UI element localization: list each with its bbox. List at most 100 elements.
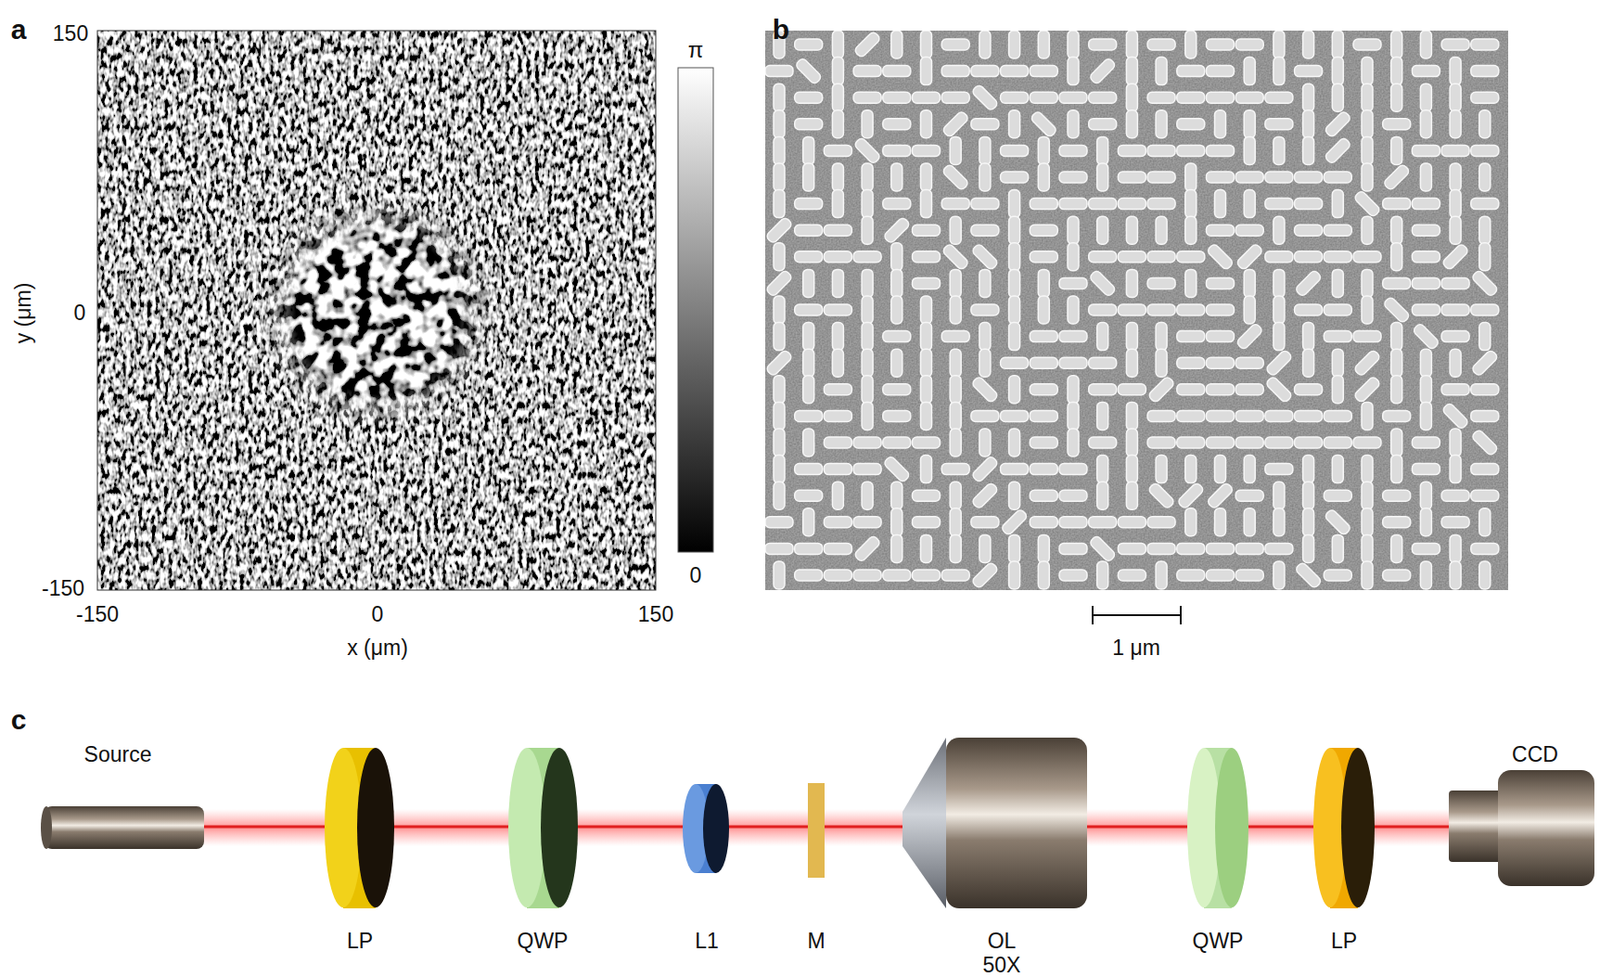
nanorod — [1331, 190, 1344, 218]
nanorod — [1323, 304, 1352, 316]
nanorod — [1029, 409, 1058, 422]
nanorod — [1420, 348, 1432, 377]
nanorod — [832, 57, 844, 86]
nanorod — [1265, 375, 1293, 404]
nanorod — [1000, 65, 1029, 77]
nanorod — [1391, 455, 1403, 484]
nanorod — [1097, 455, 1109, 484]
component-label: M — [806, 930, 825, 952]
nanorod — [1185, 455, 1197, 484]
nanorod — [1147, 38, 1176, 51]
nanorod — [1117, 542, 1146, 554]
nanorod — [979, 428, 991, 457]
nanorod — [1029, 463, 1058, 475]
nanorod — [883, 331, 911, 343]
nanorod — [1177, 65, 1205, 77]
nanorod — [912, 251, 941, 263]
tick-label: 0 — [74, 302, 87, 324]
nanorod — [1412, 322, 1441, 351]
nanorod — [1177, 331, 1205, 343]
nanorod — [1029, 384, 1058, 396]
nanorod — [1420, 30, 1432, 59]
nanorod — [1126, 401, 1138, 430]
nanorod — [1449, 190, 1461, 218]
nanorod — [941, 38, 970, 51]
nanorod — [1471, 269, 1499, 298]
nanorod — [912, 436, 941, 448]
nanorod — [1235, 171, 1264, 183]
nanorod — [1361, 295, 1373, 324]
nanorod — [891, 295, 903, 324]
nanorod — [1420, 375, 1432, 404]
nanorod — [1126, 83, 1138, 112]
nanorod — [1361, 561, 1373, 589]
nanorod — [1294, 269, 1323, 298]
nanorod — [1411, 251, 1440, 263]
lens-face — [703, 783, 730, 873]
nanorod — [1215, 508, 1227, 537]
nanorod — [861, 216, 873, 244]
nanorod — [1353, 375, 1382, 404]
component-label: Source — [84, 743, 153, 766]
nanorod — [1009, 375, 1021, 404]
nanorod — [1177, 91, 1205, 103]
nanorod — [861, 190, 873, 218]
nanorod — [941, 331, 970, 343]
tick-label: -150 — [41, 577, 85, 600]
nanorod — [1147, 91, 1176, 103]
nanorod — [1126, 428, 1138, 457]
nanorod — [1147, 277, 1176, 289]
nanorod — [1147, 304, 1176, 316]
nanorod — [1382, 163, 1411, 192]
nanorod — [1117, 251, 1146, 263]
nanorod — [1382, 277, 1411, 289]
nanorod — [1294, 224, 1323, 236]
nanorod — [1479, 561, 1491, 589]
nanorod — [1273, 295, 1285, 324]
nanorod — [853, 436, 882, 448]
nanorod — [1067, 295, 1079, 324]
nanorod — [1331, 57, 1344, 86]
nanorod — [1037, 268, 1050, 297]
nanorod — [853, 251, 882, 263]
component-label: OL — [987, 930, 1017, 952]
nanorod — [861, 322, 873, 351]
nanorod — [803, 348, 815, 377]
nanorod — [1029, 516, 1058, 528]
nanorod — [1155, 455, 1167, 484]
nanorod — [1215, 110, 1227, 139]
nanorod — [861, 110, 873, 139]
component-label: CCD — [1511, 743, 1559, 766]
nanorod — [1361, 136, 1373, 165]
nanorod — [949, 401, 961, 430]
plot-frame — [97, 30, 656, 590]
nanorod — [1029, 198, 1058, 210]
nanorod — [1323, 110, 1352, 139]
nanorod — [1235, 569, 1264, 581]
nanorod — [1009, 295, 1021, 324]
colorbar — [678, 67, 714, 552]
nanorod — [949, 348, 961, 377]
nanorod — [1449, 561, 1461, 589]
nanorod — [1323, 331, 1352, 343]
nanorod — [1243, 57, 1255, 86]
nanorod — [1411, 436, 1440, 448]
objective-cone — [902, 737, 947, 909]
nanorod — [979, 30, 991, 59]
tick-label: -150 — [76, 603, 119, 626]
nanorod — [1420, 481, 1432, 510]
nanorod — [1235, 489, 1264, 501]
nanorod — [941, 91, 970, 103]
nanorod — [1206, 409, 1235, 422]
nanorod — [1097, 136, 1109, 165]
nanorod — [949, 216, 961, 244]
nanorod — [1088, 357, 1117, 369]
nanorod — [1411, 224, 1440, 236]
scale-bar-tick — [1179, 605, 1182, 625]
component-label: LP — [346, 930, 373, 952]
nanorod — [794, 542, 823, 554]
nanorod — [941, 65, 970, 77]
nanorod — [853, 30, 882, 59]
nanorod — [1420, 401, 1432, 430]
